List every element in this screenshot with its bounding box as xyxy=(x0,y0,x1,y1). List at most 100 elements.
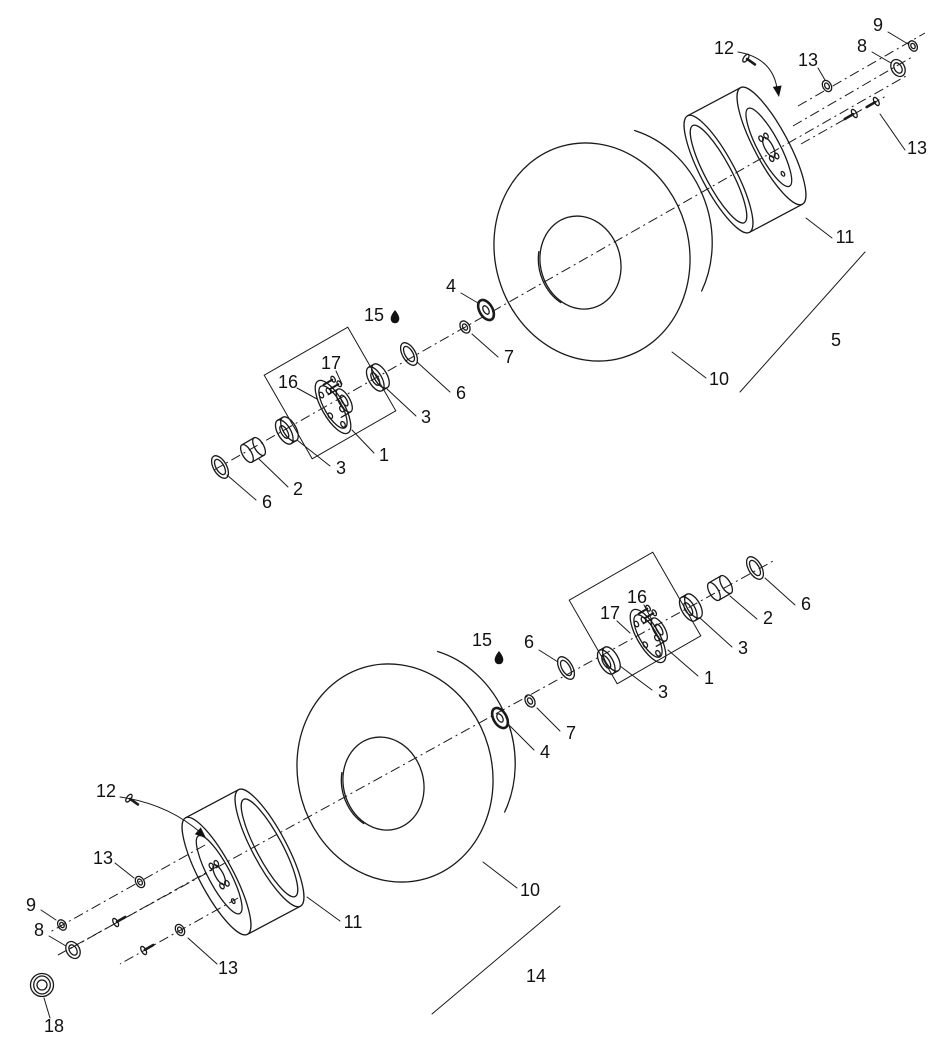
leader-line xyxy=(671,351,707,379)
leader-line xyxy=(536,707,561,732)
grease-droplet-icon xyxy=(494,651,504,665)
leader-line xyxy=(296,439,331,467)
callout-6-b: 6 xyxy=(262,492,272,512)
callout-13-a: 13 xyxy=(798,50,818,70)
leader-line xyxy=(643,604,653,621)
leader-line xyxy=(509,725,535,751)
leader-line xyxy=(226,474,257,501)
hub-group-box xyxy=(568,551,702,685)
leader-line xyxy=(296,387,318,400)
tire-10 xyxy=(467,111,742,386)
stud-13 xyxy=(863,95,882,113)
nut-7 xyxy=(522,692,538,710)
spacer-2 xyxy=(237,434,269,466)
rim-11 xyxy=(169,781,317,943)
fastener-dash-line xyxy=(792,56,913,127)
callout-10: 10 xyxy=(709,369,729,389)
wheel-assembly-bracket xyxy=(431,905,561,1015)
callout-12: 12 xyxy=(714,38,734,58)
leader-line xyxy=(616,620,631,634)
callout-7: 7 xyxy=(566,723,576,743)
callout-13-b: 13 xyxy=(907,138,927,158)
leader-line xyxy=(306,896,341,922)
callout-16: 16 xyxy=(278,372,298,392)
leader-line xyxy=(667,649,699,677)
callout-1: 1 xyxy=(704,668,714,688)
leader-line xyxy=(40,909,57,921)
stud-13 xyxy=(138,939,157,957)
leader-line xyxy=(871,51,892,64)
washer-4 xyxy=(473,295,499,325)
centerline xyxy=(213,75,907,471)
leader-line xyxy=(619,665,653,691)
tire-10 xyxy=(270,632,545,907)
leader-curve-12 xyxy=(119,796,202,834)
callout-14: 14 xyxy=(526,966,546,986)
callout-8: 8 xyxy=(34,920,44,940)
leader-line xyxy=(538,649,559,663)
cap-18 xyxy=(29,972,55,998)
leader-line xyxy=(114,862,135,879)
grease-droplet-icon xyxy=(390,310,400,324)
callout-2: 2 xyxy=(763,608,773,628)
spacer-2 xyxy=(704,572,736,604)
callout-6-b: 6 xyxy=(524,632,534,652)
leader-line xyxy=(887,31,909,45)
fastener-dash-line xyxy=(119,897,239,965)
leader-line xyxy=(187,937,218,965)
leader-line xyxy=(805,217,833,239)
callout-5: 5 xyxy=(831,330,841,350)
callout-6-a: 6 xyxy=(456,383,466,403)
leader-line xyxy=(43,997,51,1019)
callout-16: 16 xyxy=(627,587,647,607)
arrowhead xyxy=(194,827,206,838)
nut-8 xyxy=(887,56,909,80)
leader-line xyxy=(386,388,417,417)
leader-line xyxy=(879,113,906,151)
callout-11: 11 xyxy=(344,912,363,932)
callout-3-b: 3 xyxy=(658,682,668,702)
callout-13-a: 13 xyxy=(93,848,113,868)
arrowhead xyxy=(772,85,782,97)
callout-3-b: 3 xyxy=(336,458,346,478)
callout-6-a: 6 xyxy=(801,594,811,614)
callout-9: 9 xyxy=(26,895,36,915)
fastener-dash-line xyxy=(65,865,219,952)
fastener-dash-line xyxy=(49,844,206,933)
callout-8: 8 xyxy=(857,36,867,56)
seal-ring-6 xyxy=(553,653,579,683)
bottom-assembly: 6 2 16 17 3 1 3 15 6 7 4 10 12 13 9 8 13… xyxy=(26,551,811,1036)
fastener-dash-line xyxy=(797,32,926,107)
callout-1: 1 xyxy=(379,445,389,465)
callout-11: 11 xyxy=(836,227,855,247)
callout-18: 18 xyxy=(44,1016,64,1036)
callout-12: 12 xyxy=(96,781,116,801)
callout-17: 17 xyxy=(321,353,341,373)
callout-15: 15 xyxy=(472,630,492,650)
leader-line xyxy=(351,429,375,454)
callout-15: 15 xyxy=(364,305,384,325)
leader-line xyxy=(471,333,499,358)
top-assembly: 9 8 13 12 13 11 5 10 4 7 15 6 3 17 16 1 … xyxy=(207,15,927,512)
leader-line xyxy=(482,861,518,889)
callout-4: 4 xyxy=(446,276,456,296)
callout-2: 2 xyxy=(293,479,303,499)
bearing-3 xyxy=(362,360,394,395)
leader-line xyxy=(729,595,758,620)
callout-13-b: 13 xyxy=(218,958,238,978)
leader-curve-12 xyxy=(737,51,778,89)
seal-ring-6 xyxy=(742,553,768,583)
leader-line xyxy=(48,935,67,947)
callout-9: 9 xyxy=(873,15,883,35)
callout-7: 7 xyxy=(504,347,514,367)
leader-line xyxy=(335,370,343,385)
leader-line xyxy=(416,361,451,393)
callout-3-a: 3 xyxy=(421,407,431,427)
bearing-3 xyxy=(593,643,625,678)
hub-1 xyxy=(622,599,681,669)
bearing-3 xyxy=(271,413,303,448)
leader-line xyxy=(258,458,289,488)
wheel-assembly-bracket xyxy=(739,251,866,393)
